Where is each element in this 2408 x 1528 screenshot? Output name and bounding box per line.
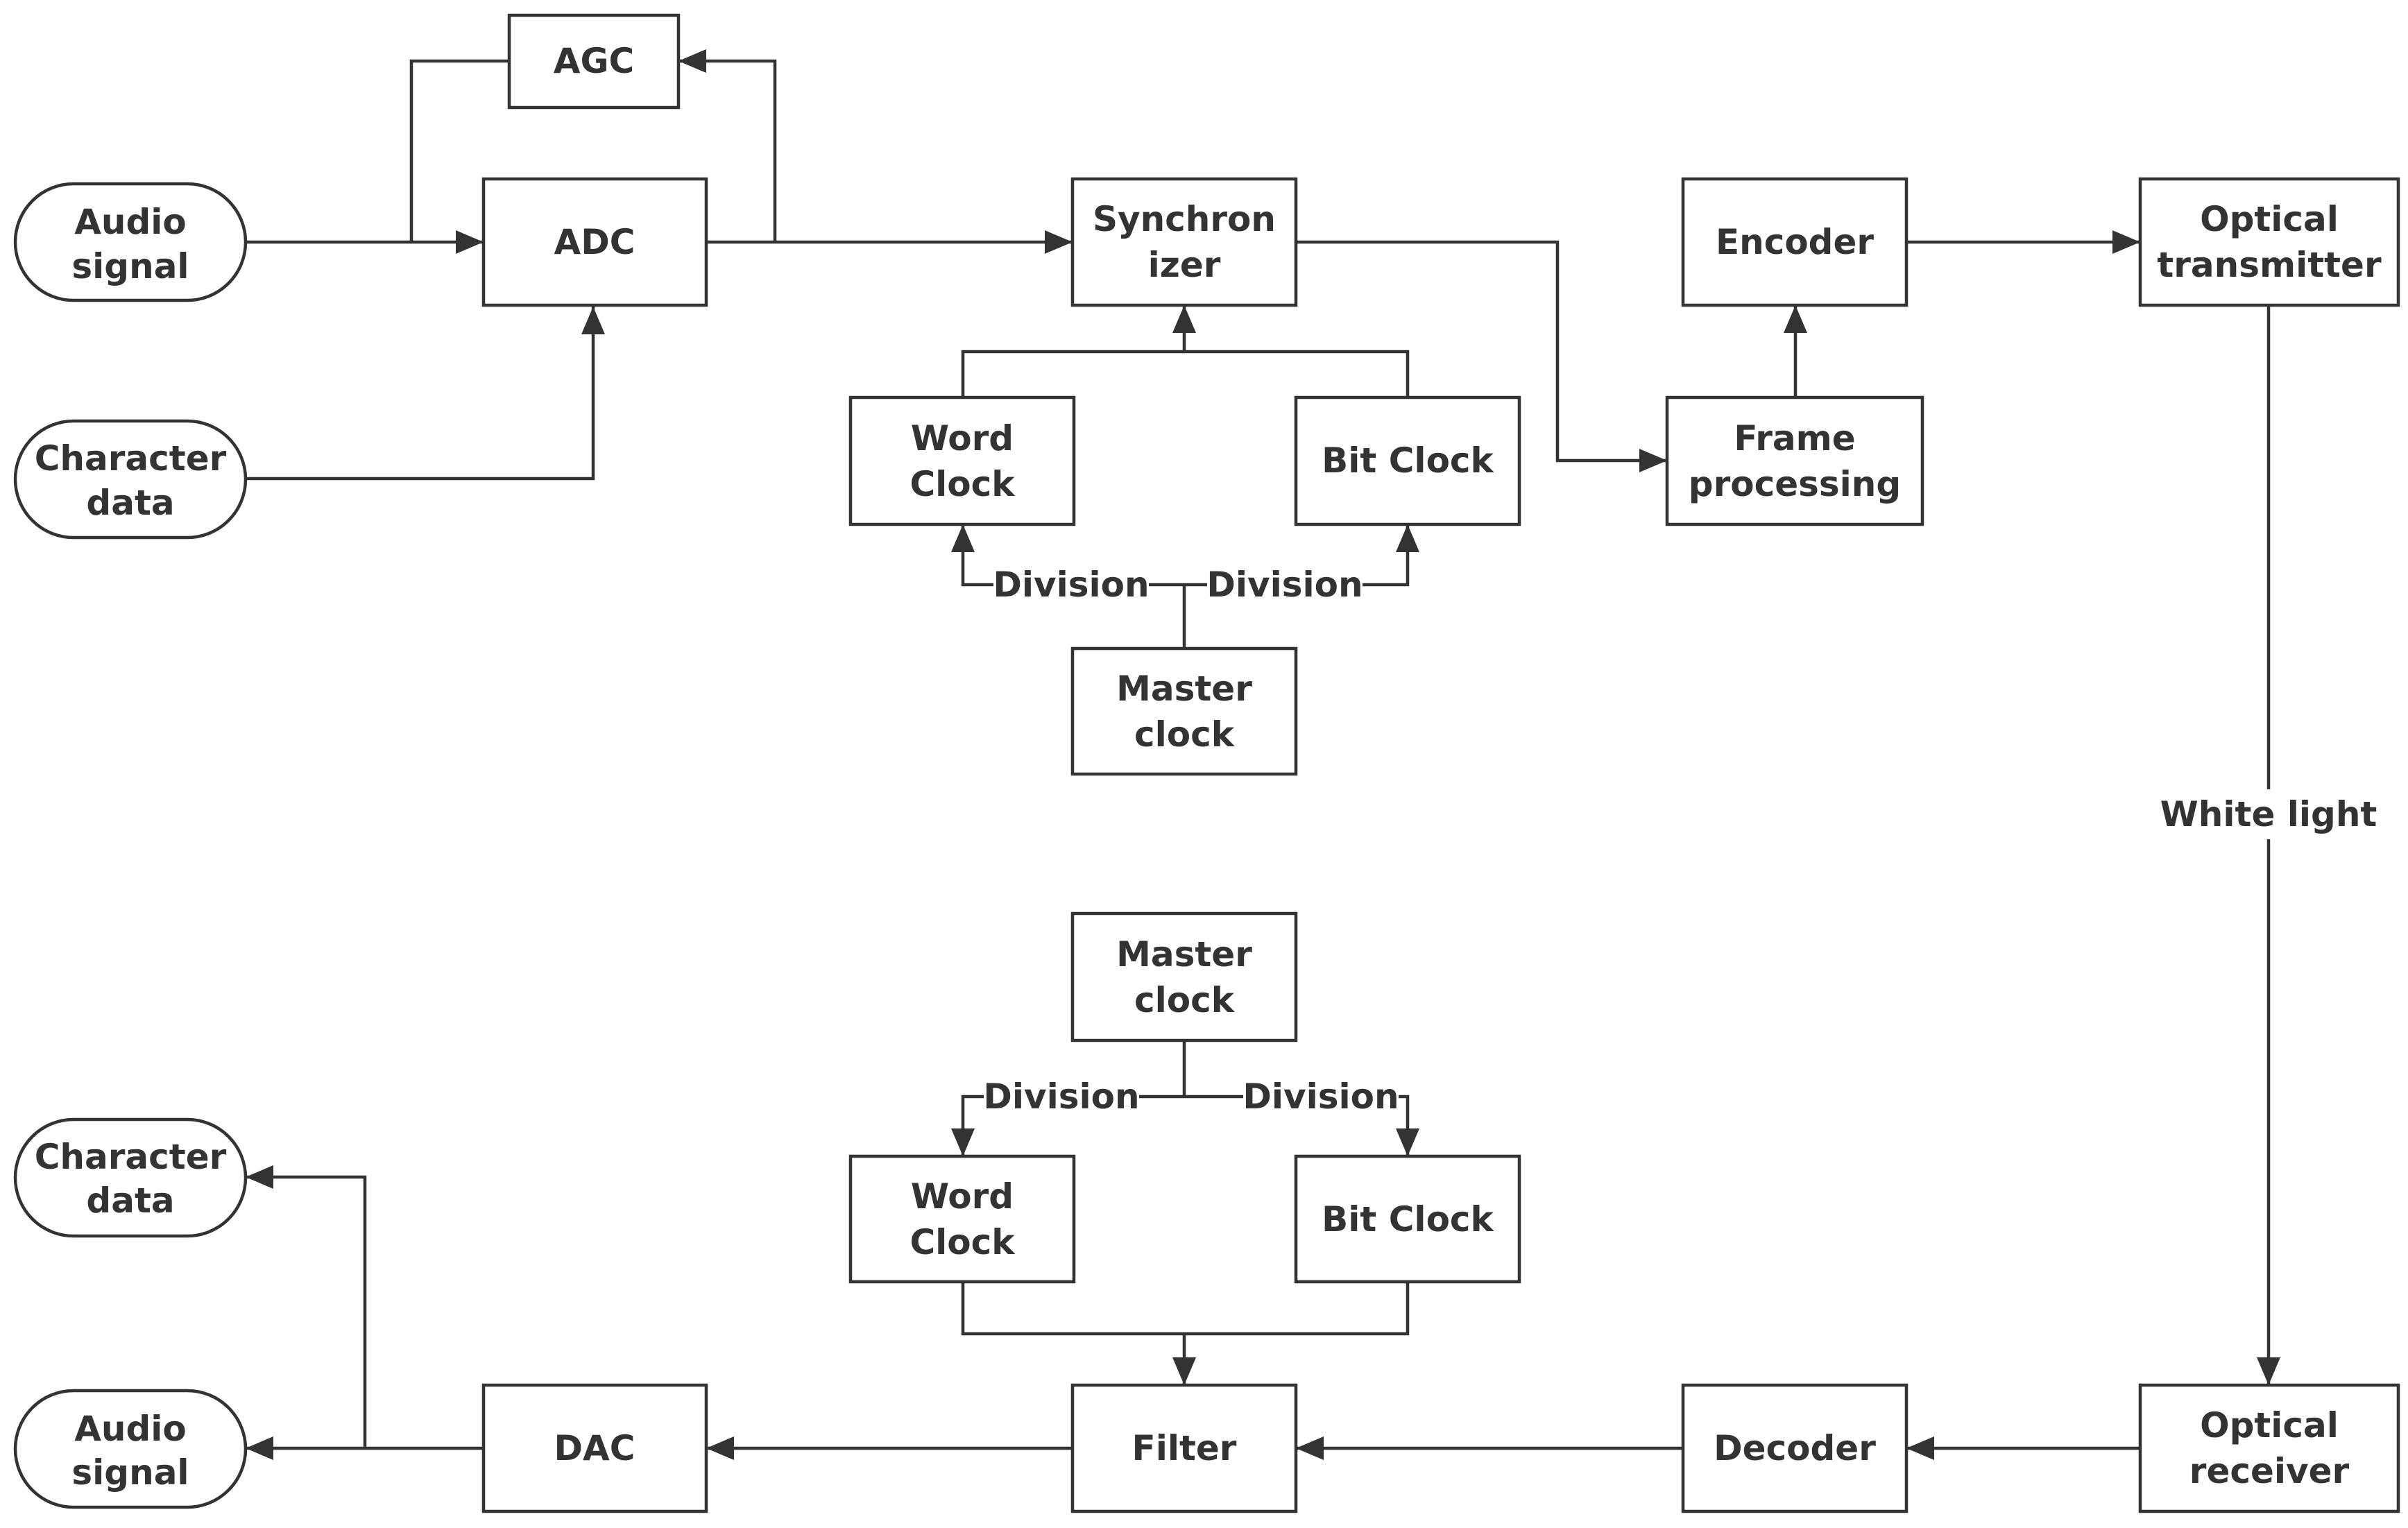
character-data-input-line-1: Character: [35, 438, 227, 479]
bit-clock-rx-label: Bit Clock: [1322, 1199, 1494, 1239]
division-label-rx-left: Division: [983, 1076, 1139, 1117]
encoder-block: Encoder: [1681, 177, 1909, 307]
audio-signal-output-line-2: signal: [71, 1452, 189, 1493]
decoder-label: Decoder: [1714, 1428, 1876, 1468]
audio-signal-output: Audio signal: [13, 1389, 248, 1509]
frame-processing-line-1: Frame: [1734, 418, 1855, 458]
division-label-tx-right: Division: [1206, 565, 1363, 605]
optical-transmitter-line-1: Optical: [2200, 199, 2339, 239]
edge-adc-to-agc: [678, 49, 777, 242]
audio-signal-input-line-2: signal: [71, 246, 189, 286]
synchronizer-line-2: izer: [1148, 245, 1221, 285]
encoder-label: Encoder: [1716, 222, 1874, 262]
dac-label: DAC: [554, 1428, 635, 1468]
division-label-tx-left: Division: [993, 565, 1149, 605]
decoder-block: Decoder: [1681, 1383, 1909, 1513]
word-clock-tx-line-1: Word: [911, 418, 1014, 458]
edge-synchronizer-to-frame: [1296, 240, 1667, 472]
edge-word-clock-rx-join: [961, 1282, 1410, 1336]
nodes: AGC Audio signal ADC Character data Sync…: [13, 13, 2400, 1513]
audio-signal-output-line-1: Audio: [74, 1409, 187, 1449]
white-light-label: White light: [2160, 794, 2377, 834]
master-clock-rx-line-2: clock: [1134, 980, 1236, 1020]
character-data-output: Character data: [13, 1117, 248, 1238]
character-data-input: Character data: [13, 419, 248, 540]
optical-receiver-block: Optical receiver: [2138, 1383, 2400, 1513]
word-clock-tx-block: Word Clock: [848, 395, 1076, 526]
master-clock-rx-line-1: Master: [1116, 934, 1252, 975]
filter-block: Filter: [1070, 1383, 1298, 1513]
bit-clock-tx-block: Bit Clock: [1294, 395, 1521, 526]
audio-signal-input: Audio signal: [13, 182, 248, 302]
dac-block: DAC: [481, 1383, 708, 1513]
edge-audio-tap-to-agc: [409, 59, 509, 242]
frame-processing-block: Frame processing: [1665, 395, 1924, 526]
audio-signal-input-line-1: Audio: [74, 202, 187, 242]
word-clock-rx-line-2: Clock: [910, 1222, 1016, 1262]
optical-receiver-line-2: receiver: [2189, 1451, 2350, 1491]
master-clock-tx-line-2: clock: [1134, 714, 1236, 755]
master-clock-tx-block: Master clock: [1070, 646, 1298, 776]
word-clock-rx-line-1: Word: [911, 1176, 1014, 1217]
edge-character-data-to-adc: [246, 307, 605, 481]
synchronizer-block: Synchron izer: [1070, 177, 1298, 307]
connectors: [246, 49, 2280, 1460]
word-clock-rx-block: Word Clock: [848, 1154, 1076, 1284]
character-data-output-line-1: Character: [35, 1137, 227, 1177]
adc-label: ADC: [554, 222, 635, 262]
optical-transmitter-block: Optical transmitter: [2138, 177, 2400, 307]
division-label-rx-right: Division: [1243, 1076, 1399, 1117]
frame-processing-line-2: processing: [1689, 464, 1901, 504]
filter-label: Filter: [1132, 1428, 1237, 1468]
edge-dac-to-character-data: [246, 1165, 367, 1448]
agc-label: AGC: [554, 41, 634, 81]
master-clock-tx-line-1: Master: [1116, 669, 1252, 709]
bit-clock-tx-label: Bit Clock: [1322, 440, 1494, 481]
synchronizer-line-1: Synchron: [1093, 199, 1276, 239]
master-clock-rx-block: Master clock: [1070, 911, 1298, 1042]
character-data-input-line-2: data: [86, 483, 174, 523]
word-clock-tx-line-2: Clock: [910, 464, 1016, 504]
adc-block: ADC: [481, 177, 708, 307]
optical-receiver-line-1: Optical: [2200, 1405, 2339, 1445]
bit-clock-rx-block: Bit Clock: [1294, 1154, 1521, 1284]
agc-block: AGC: [507, 13, 681, 110]
edge-labels: Division Division Division Division Whit…: [983, 563, 2378, 1118]
character-data-output-line-2: data: [86, 1181, 174, 1221]
optical-transmitter-line-2: transmitter: [2157, 245, 2382, 285]
edge-word-clock-tx-join: [961, 350, 1410, 397]
